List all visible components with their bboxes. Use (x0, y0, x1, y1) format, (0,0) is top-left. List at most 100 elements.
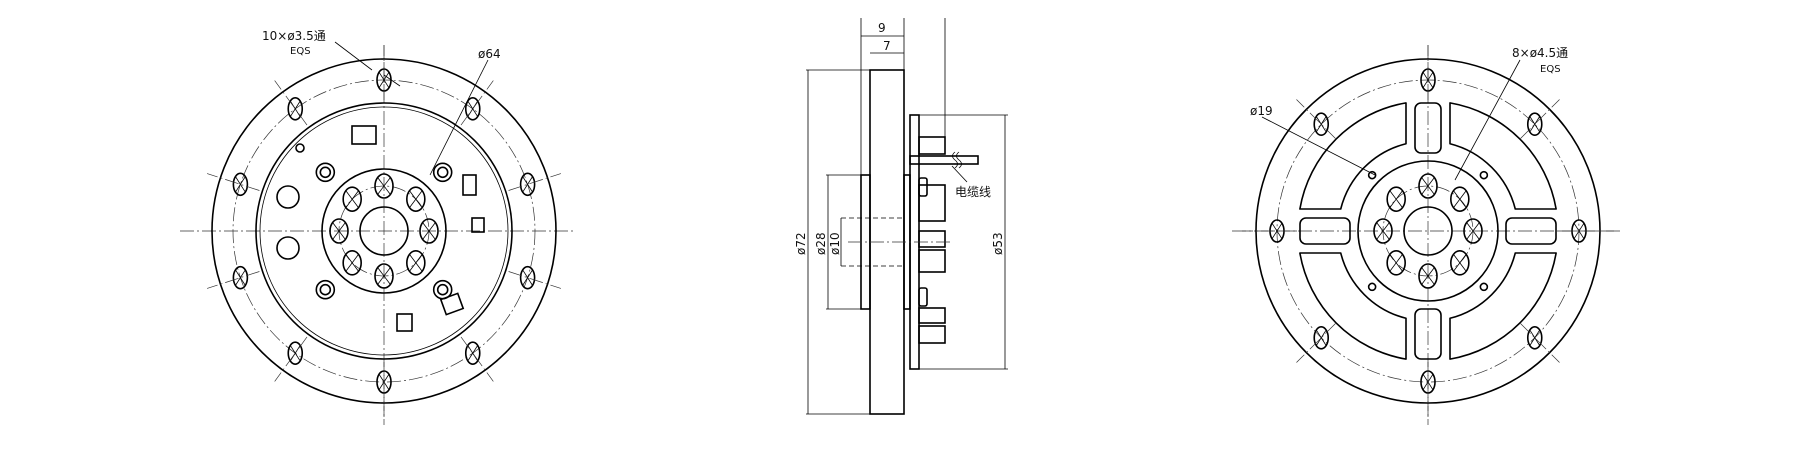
threaded-insert (432, 162, 453, 183)
component (918, 307, 946, 324)
spoke-slot (1505, 217, 1557, 245)
inner-dim: ø19 (1250, 104, 1273, 118)
hub-hole (374, 173, 394, 199)
component-rect (396, 313, 413, 332)
hub-hole (1450, 250, 1470, 276)
hub-ring (1357, 160, 1499, 302)
spoke-window (1299, 252, 1407, 360)
hub-hole (1463, 218, 1483, 244)
hole-cross-mark (1271, 223, 1283, 239)
hub-hole (419, 218, 439, 244)
hub-hole (406, 186, 426, 212)
hole-centerline (1520, 323, 1560, 363)
flange-hole (519, 172, 536, 197)
connector-hole (276, 185, 300, 209)
hole-cross-mark (522, 269, 533, 286)
hole-cross-mark (290, 345, 301, 362)
threaded-insert (315, 162, 336, 183)
spoke-window (1449, 102, 1557, 210)
spoke-slot (1414, 102, 1442, 154)
center-bore (1403, 206, 1453, 256)
hole-centerline (460, 80, 494, 126)
connector-hole (276, 236, 300, 260)
threaded-insert (315, 279, 336, 300)
hole-cross-mark (1529, 329, 1541, 346)
hole-cross-mark (1573, 223, 1585, 239)
dim-outer-diameter: ø72 (794, 232, 808, 255)
hole-cross-mark (377, 177, 391, 195)
leader-line (334, 41, 373, 71)
flange-hole (1313, 325, 1330, 350)
threaded-insert-inner (319, 166, 332, 179)
hole-cross-mark (378, 72, 390, 88)
hub-hole (406, 250, 426, 276)
hole-cross-mark (345, 190, 359, 208)
connector (918, 177, 928, 197)
hole-cross-mark (1389, 254, 1403, 272)
flange-hole (464, 97, 481, 121)
hole-centerline (274, 336, 308, 382)
hub-hole (329, 218, 349, 244)
component (918, 136, 946, 155)
cable-label: 电缆线 (955, 185, 991, 199)
hole-cross-mark (1453, 190, 1467, 208)
hole-cross-mark (235, 269, 246, 286)
hole-cross-mark (1466, 222, 1480, 240)
side-view: 9 7 ø72 ø28 ø10 ø53 电缆线 (794, 18, 1008, 415)
hole-note-eqs: EQS (1540, 64, 1561, 75)
hole-centerline (1296, 99, 1336, 139)
hub-hole (342, 250, 362, 276)
hole-cross-mark (422, 222, 436, 240)
component-rect (462, 174, 477, 196)
flange-hole (287, 341, 304, 365)
hole-cross-mark (467, 345, 478, 362)
hole-centerline (206, 271, 260, 289)
spoke-window (1449, 252, 1557, 360)
threaded-insert-inner (436, 283, 449, 296)
flange-hole (519, 265, 536, 290)
flange-hole (464, 341, 481, 365)
cable-leader (951, 165, 968, 183)
hub-hole (342, 186, 362, 212)
hole-cross-mark (1422, 72, 1434, 88)
hole-cross-mark (409, 190, 423, 208)
leader-line (1454, 59, 1521, 181)
hole-note: 8×ø4.5通 (1512, 46, 1568, 60)
flange-hole (232, 265, 249, 290)
hole-cross-mark (377, 267, 391, 285)
leader-line (383, 74, 401, 87)
flange-hole (1526, 112, 1543, 137)
hole-centerline (460, 336, 494, 382)
spoke-slot (1299, 217, 1351, 245)
flange-hole (1526, 325, 1543, 350)
hole-cross-mark (1315, 116, 1327, 133)
hole-centerline (508, 271, 562, 289)
hub-circle (321, 168, 447, 294)
component-rect (471, 217, 485, 233)
hole-centerline (508, 173, 562, 191)
flange-hole (287, 97, 304, 121)
leader-line (429, 59, 489, 176)
spoke-window (1299, 102, 1407, 210)
hole-cross-mark (1315, 329, 1327, 346)
pin-hole (1367, 170, 1377, 180)
hub-hole (374, 263, 394, 289)
dim-pcb-diameter: ø53 (991, 232, 1005, 255)
hub-hole (1386, 186, 1406, 212)
dim-hub-diameter: ø28 (814, 232, 828, 255)
hole-cross-mark (1421, 267, 1435, 285)
component (918, 230, 946, 248)
component (918, 325, 946, 344)
hole-centerline (1520, 99, 1560, 139)
component-rect (351, 125, 377, 145)
hole-cross-mark (522, 176, 533, 193)
bolt-circle-dim: ø64 (478, 47, 501, 61)
hub-hole (1418, 263, 1438, 289)
hole-cross-mark (345, 254, 359, 272)
rear-view: 8×ø4.5通 EQS ø19 (1232, 45, 1620, 425)
hub-hole (1450, 186, 1470, 212)
hole-centerline (1296, 323, 1336, 363)
front-view: 10×ø3.5通 EQS ø64 (180, 29, 575, 425)
hole-cross-mark (409, 254, 423, 272)
